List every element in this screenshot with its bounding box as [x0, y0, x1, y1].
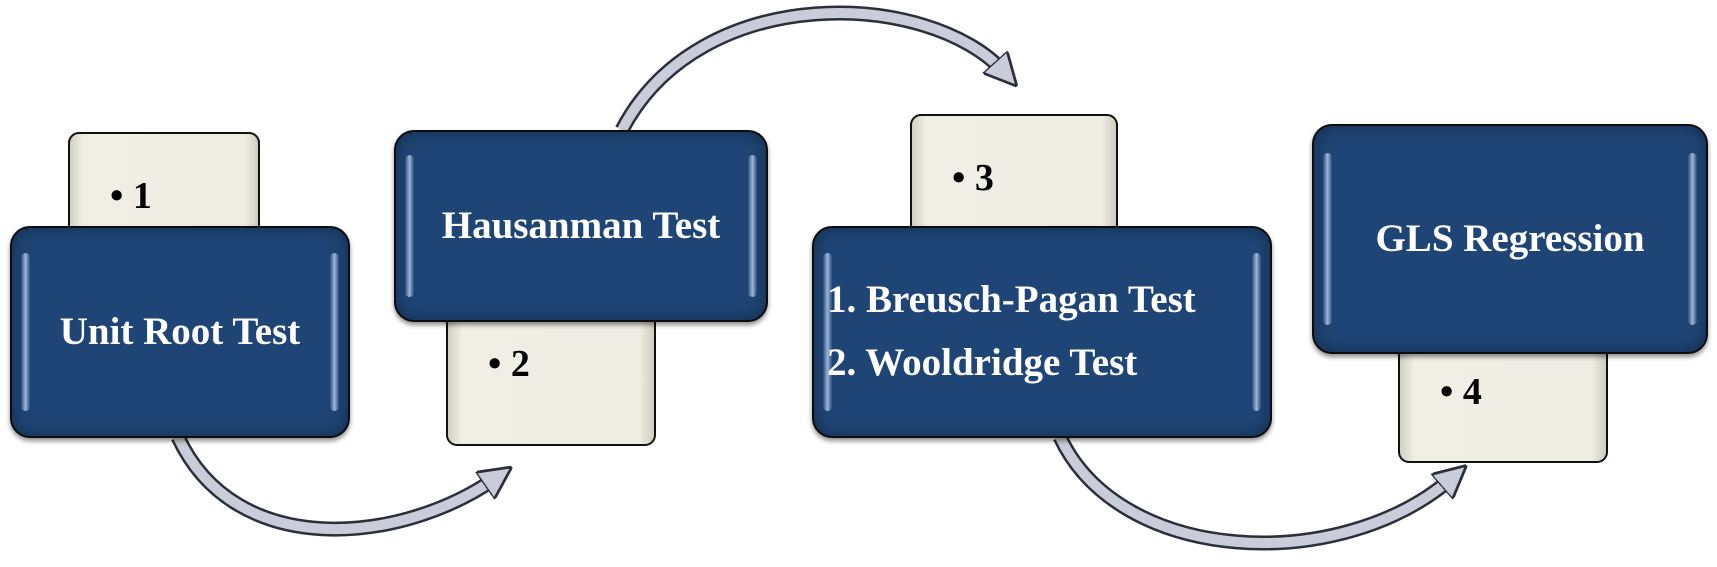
step-1-number-value: 1 [132, 175, 152, 217]
arrow-step3-to-step4 [1053, 433, 1452, 551]
step-3-box: 1. Breusch-Pagan Test 2. Wooldridge Test [812, 226, 1272, 438]
step-4-title: GLS Regression [1375, 216, 1645, 260]
step-3-tab: • 3 [910, 114, 1118, 242]
step-2-title: Hausanman Test [441, 203, 721, 247]
step-2-tab: • 2 [446, 298, 656, 446]
step-2-number-value: 2 [510, 343, 530, 385]
step-3-number: • 3 [952, 157, 994, 199]
step-3-line-1: 1. Breusch-Pagan Test [827, 278, 1196, 322]
step-1-tab: • 1 [68, 132, 260, 242]
arrow-step1-to-step2 [171, 433, 496, 537]
step-4-number-value: 4 [1462, 371, 1482, 413]
step-4-box: GLS Regression [1312, 124, 1708, 354]
step-2-box: Hausanman Test [394, 130, 768, 322]
step-1-number: • 1 [110, 175, 152, 217]
step-2-number: • 2 [488, 343, 530, 385]
step-3-number-value: 3 [974, 157, 994, 199]
step-1-box: Unit Root Test [10, 226, 350, 438]
step-1-title: Unit Root Test [59, 309, 301, 353]
step-4-number: • 4 [1440, 371, 1482, 413]
step-3-line-2: 2. Wooldridge Test [827, 341, 1138, 384]
arrow-step2-to-step3 [615, 5, 1004, 134]
